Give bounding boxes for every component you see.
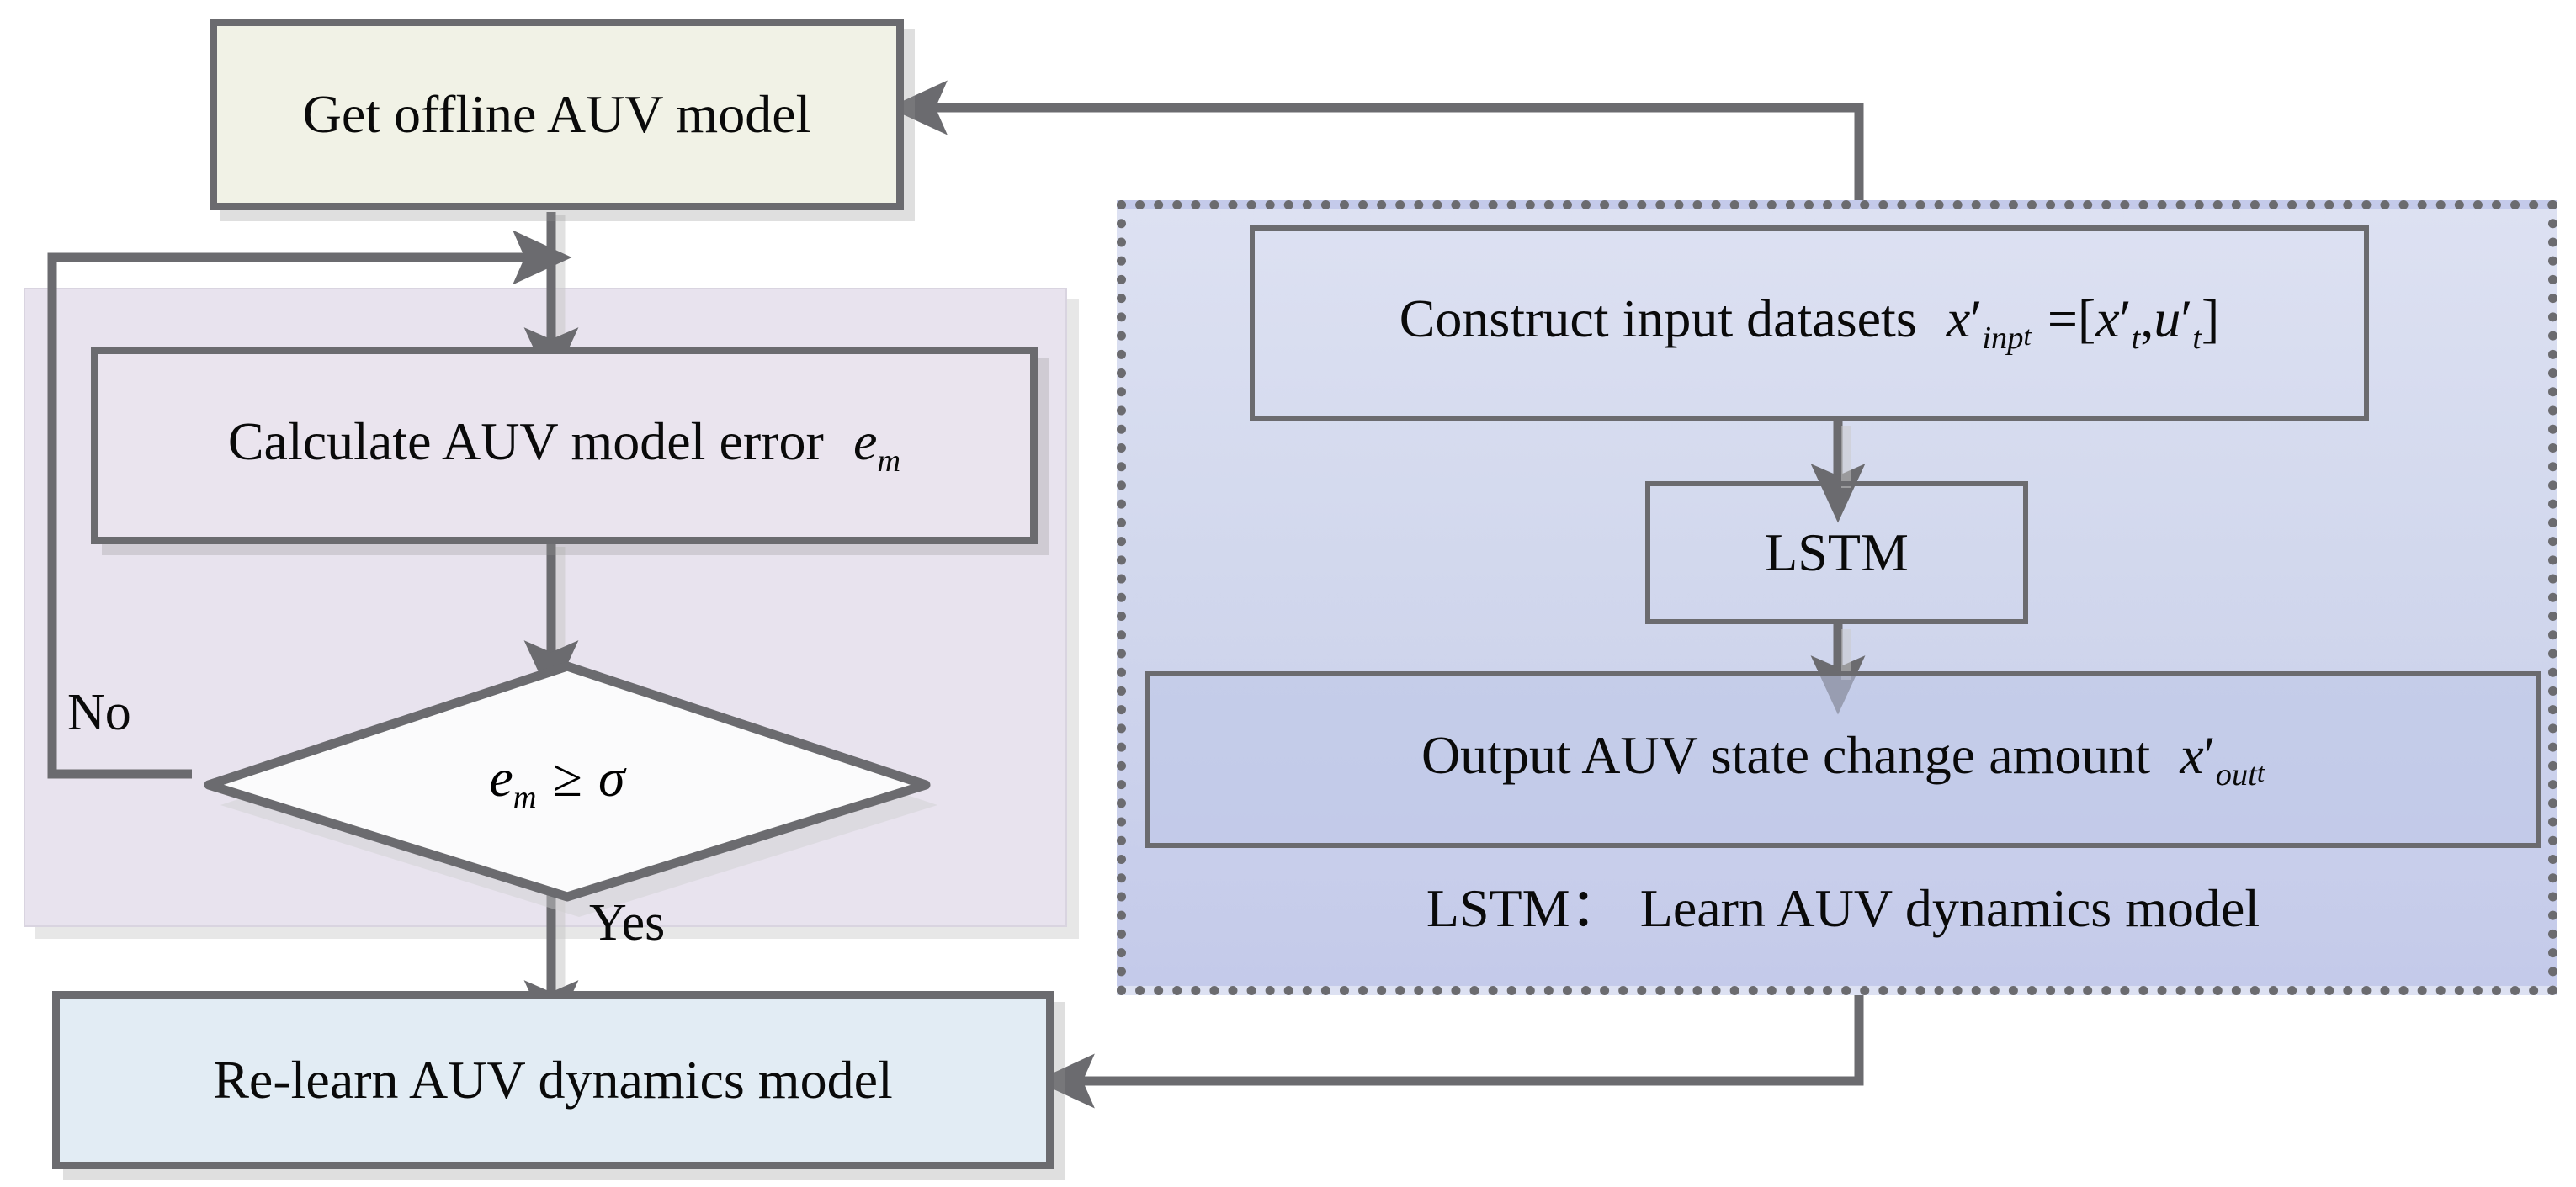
- error-symbol-base: e: [852, 411, 878, 471]
- construct-open-bracket: [: [2077, 289, 2096, 349]
- output-symbol-prime: ′: [2203, 725, 2216, 786]
- node-calculate-error-label: Calculate AUV model error: [227, 411, 824, 471]
- construct-x-prime: ′: [2119, 289, 2132, 349]
- node-relearn-label: Re-learn AUV dynamics model: [213, 1050, 893, 1110]
- node-decision-error-threshold[interactable]: em≥σ: [187, 658, 937, 917]
- node-construct-label: Construct input datasets: [1399, 289, 1917, 349]
- error-symbol-subscript: m: [877, 442, 901, 479]
- node-calculate-auv-model-error[interactable]: Calculate AUV model error em: [91, 347, 1038, 544]
- node-get-offline-auv-model[interactable]: Get offline AUV model: [210, 19, 904, 210]
- construct-comma: ,: [2140, 289, 2154, 349]
- edge-lstm-panel-to-relearn: [1035, 995, 1864, 1109]
- node-lstm-cell[interactable]: LSTM: [1645, 481, 2028, 624]
- construct-u-subscript: t: [2192, 321, 2202, 357]
- construct-lhs-subscript: inp: [1982, 321, 2024, 357]
- lstm-region-panel: [1117, 200, 2557, 995]
- construct-u-base: u: [2154, 289, 2181, 349]
- edge-lstm-panel-to-offline-model: [888, 80, 1864, 200]
- lstm-caption-description: Learn AUV dynamics model: [1639, 878, 2260, 939]
- edge-label-yes: Yes: [589, 894, 666, 951]
- output-symbol-subscript: out: [2215, 757, 2257, 793]
- output-symbol-subsubscript: t: [2256, 757, 2265, 789]
- construct-lhs-subsubscript: t: [2023, 321, 2032, 352]
- edge-label-no: No: [67, 684, 131, 741]
- construct-x-subscript: t: [2131, 321, 2141, 357]
- node-relearn-auv-dynamics-model[interactable]: Re-learn AUV dynamics model: [52, 991, 1054, 1169]
- construct-x-base: x: [2095, 289, 2120, 349]
- construct-close-bracket: ]: [2201, 289, 2220, 349]
- construct-equals: =: [2047, 289, 2078, 349]
- construct-lhs-prime: ′: [1970, 289, 1983, 349]
- lstm-panel-caption: LSTM：Learn AUV dynamics model: [1145, 866, 2541, 951]
- node-lstm-cell-label: LSTM: [1765, 522, 1909, 583]
- lstm-caption-separator: ：: [1570, 878, 1624, 939]
- node-output-auv-state-change[interactable]: Output AUV state change amount x′outt: [1145, 671, 2541, 848]
- lstm-caption-name: LSTM: [1426, 878, 1570, 939]
- output-symbol-base: x: [2180, 725, 2204, 786]
- node-get-offline-auv-model-label: Get offline AUV model: [302, 84, 811, 145]
- construct-lhs-base: x: [1946, 289, 1971, 349]
- node-output-label: Output AUV state change amount: [1421, 725, 2151, 786]
- construct-u-prime: ′: [2180, 289, 2193, 349]
